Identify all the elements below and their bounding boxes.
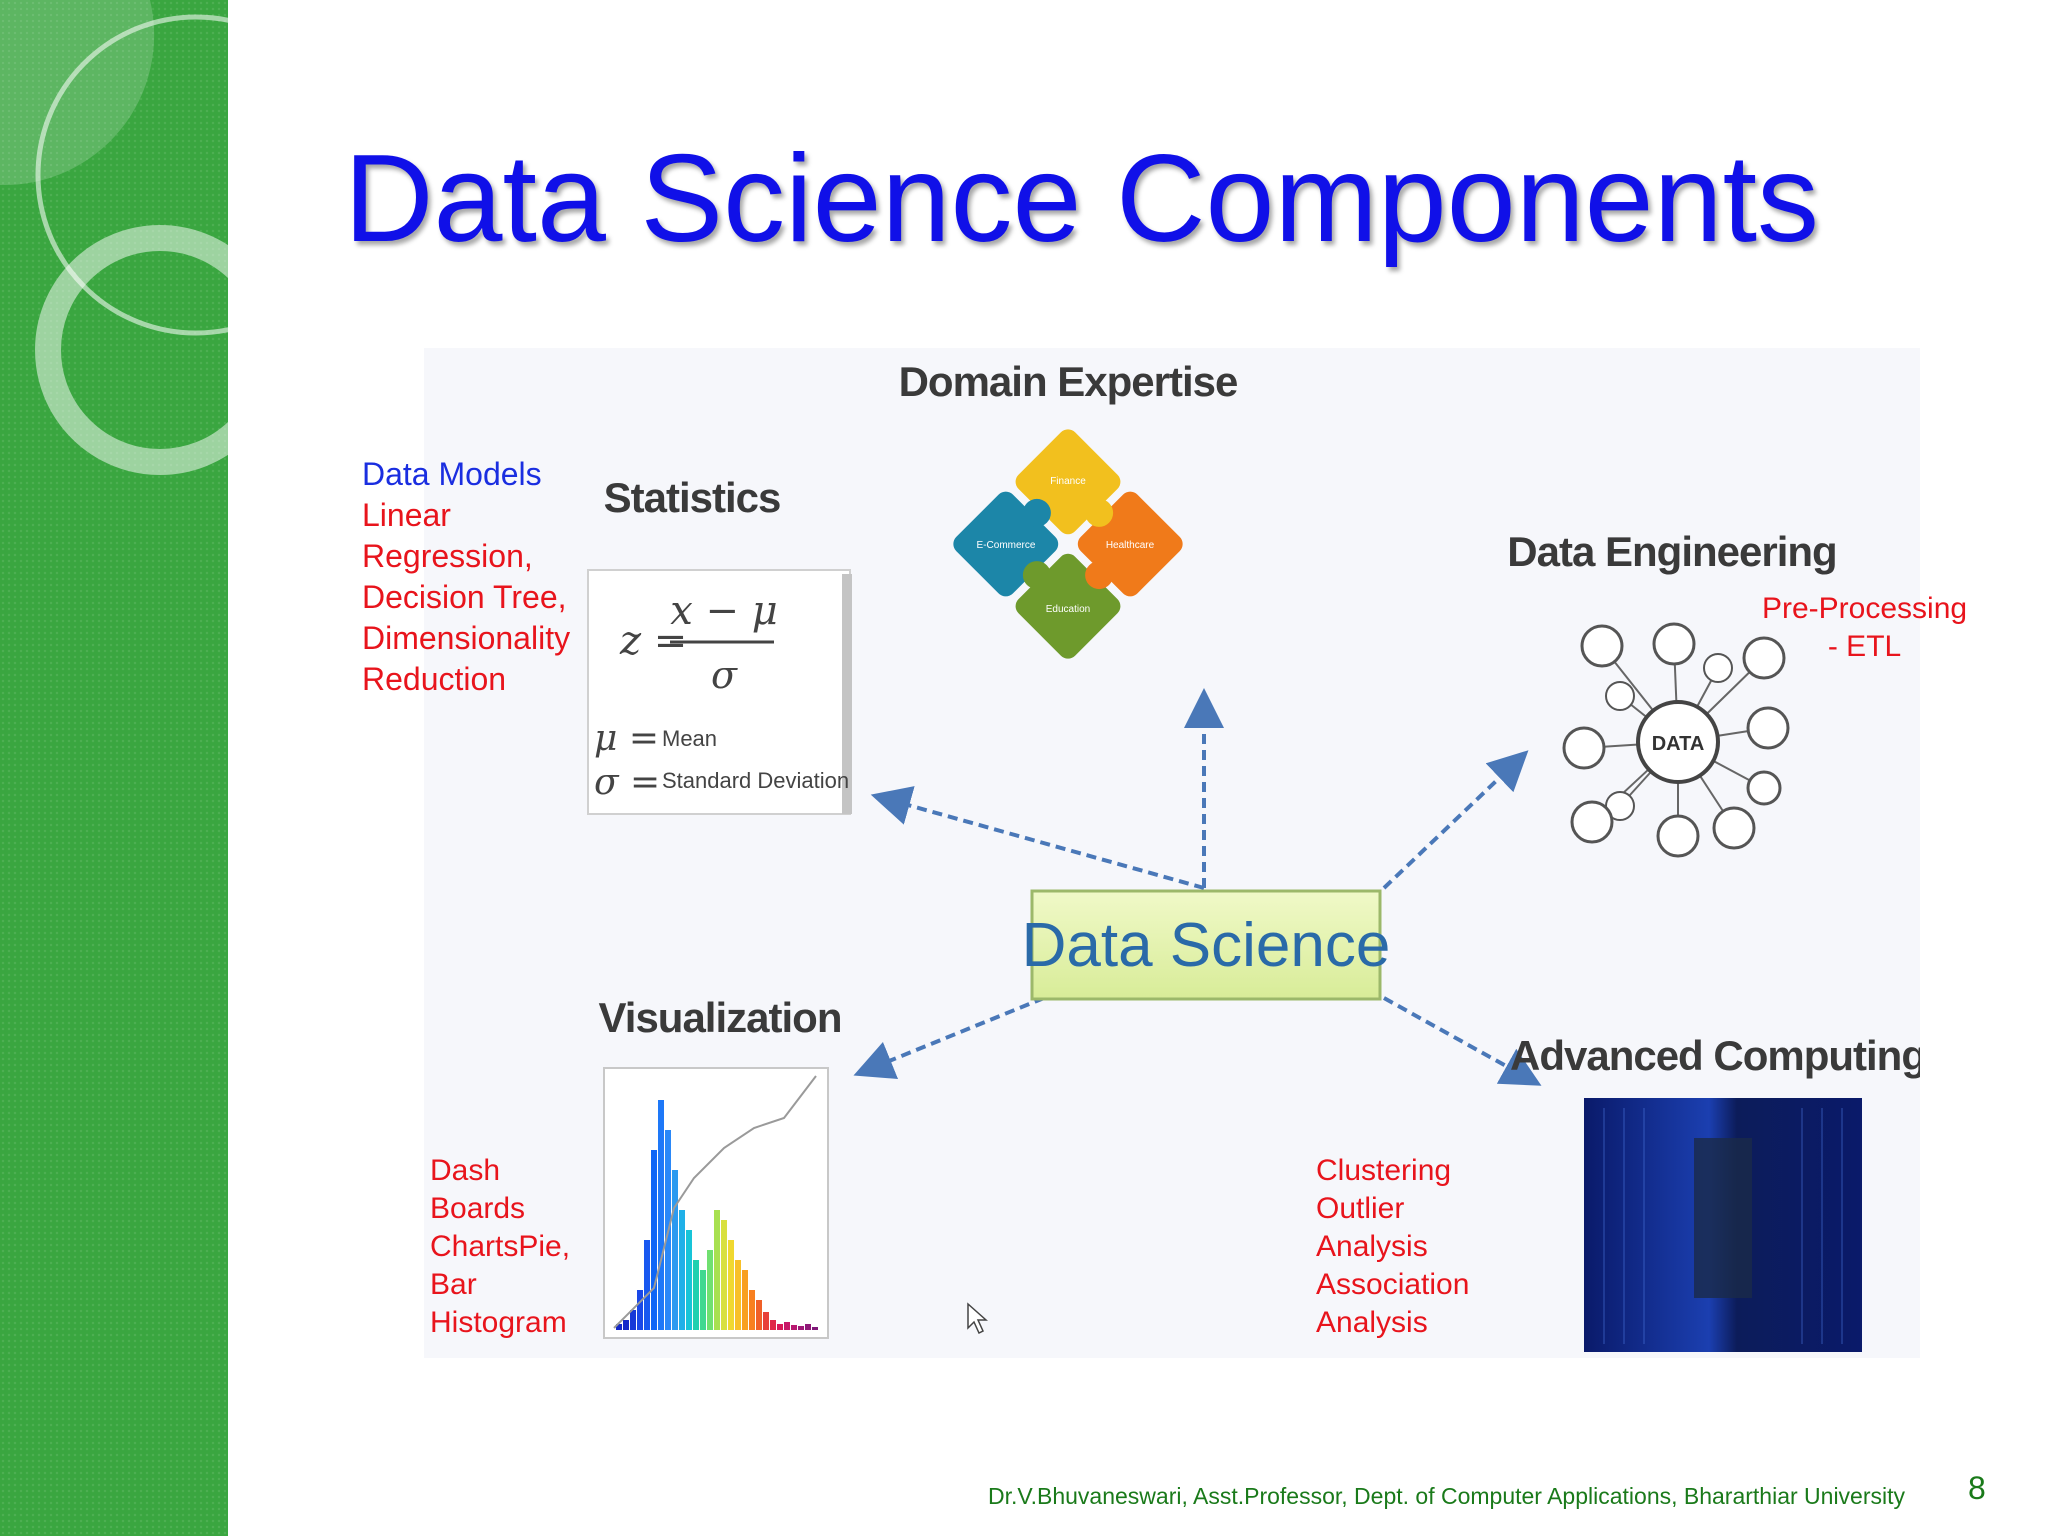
diagram-panel: Data Science Domain Expertise Statistics… bbox=[424, 348, 1920, 1358]
histogram-bar bbox=[728, 1240, 734, 1330]
histogram-bar bbox=[651, 1150, 657, 1330]
histogram-bar bbox=[770, 1320, 776, 1330]
formula-numerator: x − μ bbox=[670, 588, 778, 634]
formula-mean: Mean bbox=[662, 726, 717, 751]
histogram-bar bbox=[805, 1324, 811, 1330]
center-label: Data Science bbox=[1022, 911, 1391, 980]
data-engineering-annotation: Pre-Processing - ETL bbox=[1762, 590, 1967, 666]
histogram-bar bbox=[749, 1290, 755, 1330]
advanced-computing-image bbox=[1584, 1098, 1862, 1352]
annotation-line: Outlier bbox=[1316, 1192, 1405, 1225]
histogram-bar bbox=[686, 1230, 692, 1330]
annotation-line: Analysis bbox=[1316, 1230, 1428, 1263]
histogram-bar bbox=[777, 1324, 783, 1330]
histogram-bar bbox=[637, 1290, 643, 1330]
annotation-line: Decision Tree, bbox=[362, 579, 567, 615]
label-advanced-computing: Advanced Computing bbox=[1510, 1032, 1920, 1079]
histogram-bar bbox=[693, 1260, 699, 1330]
annotation-line: Reduction bbox=[362, 661, 507, 697]
annotation-line: Linear bbox=[362, 497, 451, 533]
puzzle-label: Education bbox=[1046, 604, 1090, 615]
annotation-line: Dash bbox=[430, 1154, 501, 1187]
histogram-bar bbox=[616, 1324, 622, 1330]
visualization-histogram-graphic bbox=[603, 1067, 829, 1339]
center-node: Data Science bbox=[1022, 889, 1391, 1001]
histogram-bar bbox=[644, 1240, 650, 1330]
sidebar-decoration bbox=[0, 0, 228, 1536]
data-engineering-graphic bbox=[1562, 622, 1790, 858]
arrow-to-engineering bbox=[1382, 750, 1529, 890]
arrow-to-visualization bbox=[853, 996, 1045, 1079]
histogram-bar bbox=[714, 1210, 720, 1330]
puzzle-labels: Finance E-Commerce Healthcare Education bbox=[977, 476, 1155, 615]
histogram-bar bbox=[672, 1170, 678, 1330]
decorative-circles bbox=[0, 0, 228, 475]
puzzle-label: Healthcare bbox=[1106, 540, 1155, 551]
label-domain-expertise: Domain Expertise bbox=[899, 358, 1238, 405]
annotation-line: - ETL bbox=[1827, 630, 1902, 663]
annotation-line: Bar bbox=[430, 1268, 477, 1301]
label-visualization: Visualization bbox=[599, 994, 842, 1041]
mouse-cursor-icon bbox=[967, 1302, 988, 1335]
statistics-annotation: Data Models Linear Regression, Decision … bbox=[362, 454, 570, 700]
histogram-bar bbox=[735, 1260, 741, 1330]
annotation-line: Regression, bbox=[362, 538, 533, 574]
annotation-line: Dimensionality bbox=[362, 620, 571, 656]
histogram-bar bbox=[812, 1327, 818, 1330]
statistics-formula-card: z = x − μ σ μ = Mean σ = Standard Deviat… bbox=[587, 569, 852, 815]
slide-title: Data Science Components bbox=[344, 130, 1820, 268]
arrow-to-computing bbox=[1383, 996, 1542, 1086]
histogram-bar bbox=[742, 1270, 748, 1330]
formula-std-dev: Standard Deviation bbox=[662, 768, 849, 793]
histogram-bar bbox=[658, 1100, 664, 1330]
histogram-bar bbox=[623, 1320, 629, 1330]
domain-puzzle-graphic bbox=[953, 429, 1183, 659]
puzzle-label: Finance bbox=[1050, 476, 1086, 487]
puzzle-label: E-Commerce bbox=[977, 540, 1036, 551]
label-statistics: Statistics bbox=[604, 474, 781, 521]
annotation-line: Pre-Processing bbox=[1762, 592, 1968, 625]
annotation-heading: Data Models bbox=[362, 456, 542, 492]
slide-number: 8 bbox=[1968, 1470, 1986, 1506]
annotation-line: Histogram bbox=[430, 1306, 567, 1339]
formula-mu: μ = bbox=[594, 718, 659, 759]
histogram-bar bbox=[791, 1325, 797, 1330]
data-science-diagram: Data Science Domain Expertise Statistics… bbox=[587, 358, 1920, 1352]
visualization-annotation: Dash Boards ChartsPie, Bar Histogram bbox=[430, 1152, 570, 1342]
annotation-line: Association bbox=[1316, 1268, 1470, 1301]
histogram-bar bbox=[630, 1310, 636, 1330]
connector-arrows bbox=[853, 688, 1542, 1086]
annotation-line: Clustering bbox=[1316, 1154, 1452, 1187]
histogram-bar bbox=[798, 1326, 804, 1330]
histogram-bar bbox=[784, 1322, 790, 1330]
annotation-line: ChartsPie, bbox=[430, 1230, 571, 1263]
histogram-bar bbox=[700, 1270, 706, 1330]
formula-denominator: σ bbox=[711, 653, 738, 697]
footer-credit: Dr.V.Bhuvaneswari, Asst.Professor, Dept.… bbox=[988, 1483, 1906, 1509]
histogram-bar bbox=[707, 1250, 713, 1330]
advanced-computing-annotation: Clustering Outlier Analysis Association … bbox=[1316, 1152, 1469, 1342]
histogram-bar bbox=[763, 1312, 769, 1330]
label-data-engineering: Data Engineering bbox=[1507, 528, 1836, 575]
histogram-bar bbox=[679, 1210, 685, 1330]
histogram-bar bbox=[721, 1220, 727, 1330]
formula-sigma: σ = bbox=[594, 762, 660, 803]
annotation-line: Analysis bbox=[1316, 1306, 1428, 1339]
annotation-line: Boards bbox=[430, 1192, 526, 1225]
histogram-bar bbox=[756, 1300, 762, 1330]
data-hub-label: DATA bbox=[1652, 733, 1705, 755]
arrow-to-statistics bbox=[870, 786, 1205, 890]
